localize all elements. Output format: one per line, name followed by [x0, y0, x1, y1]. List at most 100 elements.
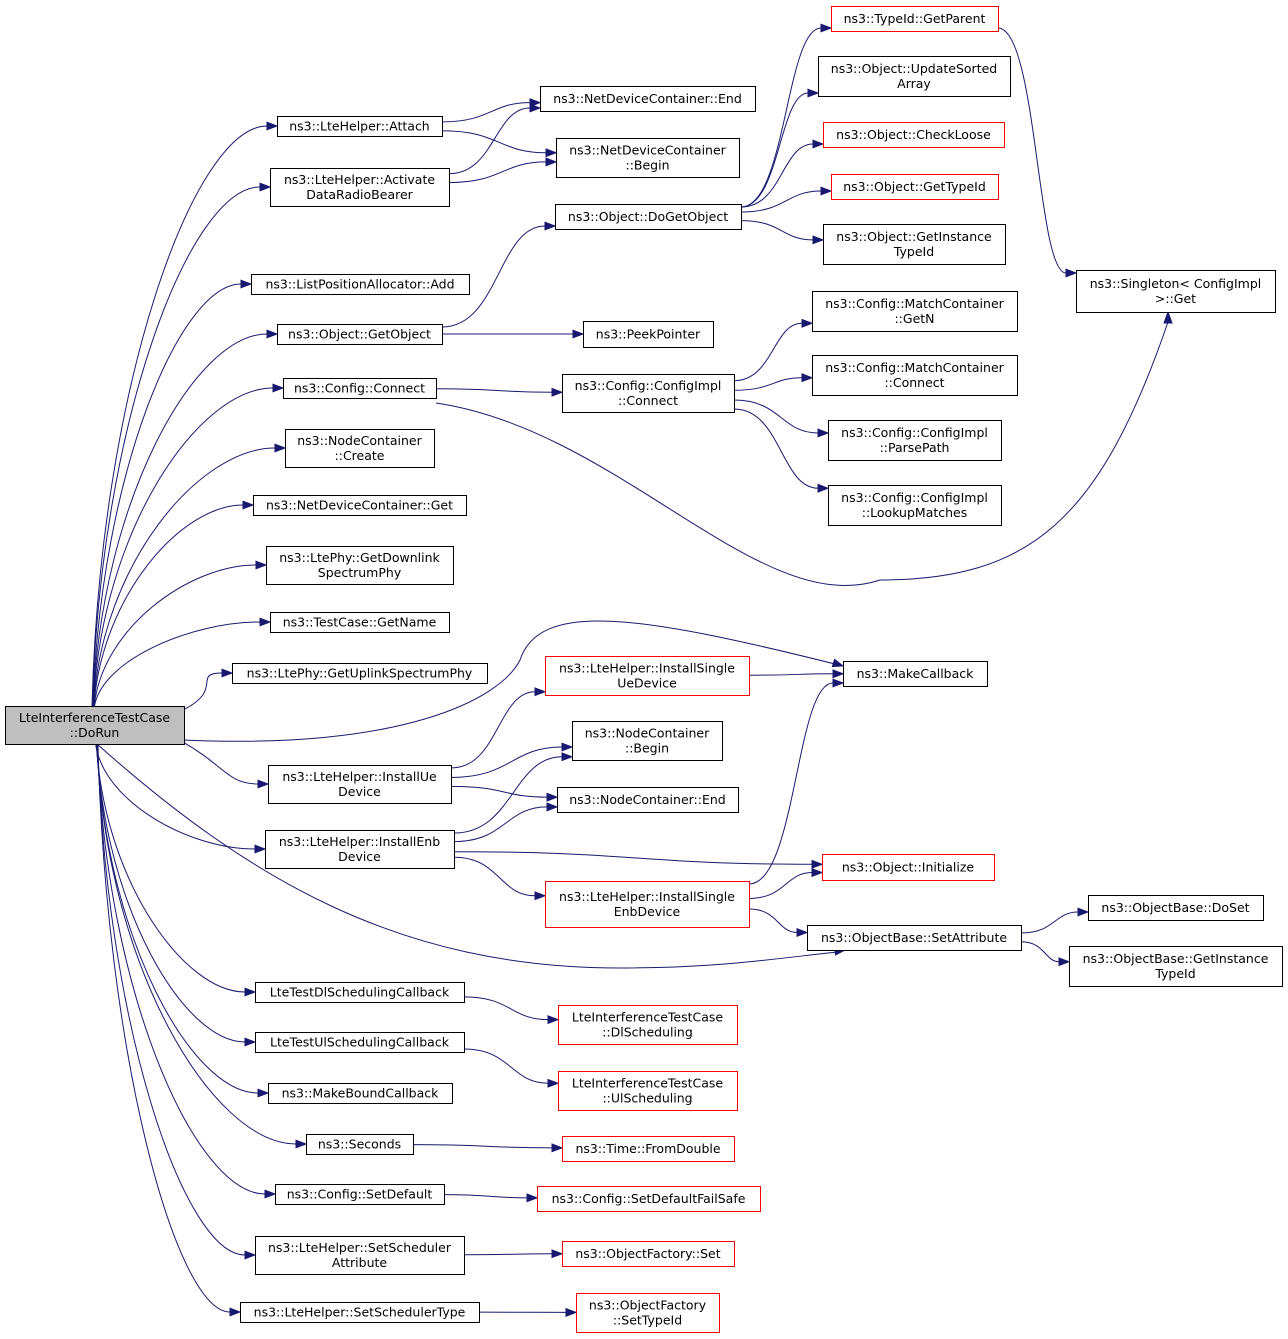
edge-setattribute-obgetinstance	[1020, 941, 1071, 967]
node-label-line: ::DoRun	[70, 725, 120, 740]
node-mkbound[interactable]: ns3::MakeBoundCallback	[268, 1083, 453, 1104]
edge-root-makecallback	[183, 620, 845, 742]
node-seconds[interactable]: ns3::Seconds	[306, 1134, 414, 1155]
node-ndcget[interactable]: ns3::NetDeviceContainer::Get	[253, 495, 467, 516]
node-schedtype[interactable]: ns3::LteHelper::SetSchedulerType	[240, 1302, 480, 1323]
edge-root-getul	[183, 668, 234, 710]
node-box	[828, 485, 1002, 526]
node-box	[232, 663, 488, 684]
node-dlcb[interactable]: LteTestDlSchedulingCallback	[255, 982, 465, 1003]
node-singleton[interactable]: ns3::Singleton< ConfigImpl>::Get	[1076, 270, 1276, 313]
node-box	[270, 612, 450, 633]
node-initialize[interactable]: ns3::Object::Initialize	[822, 854, 995, 881]
edge-installenb-ncbegin	[453, 752, 574, 834]
node-ncbegin[interactable]: ns3::NodeContainer::Begin	[572, 721, 723, 761]
edge-cfgconnect-cfgimplconnect	[435, 387, 564, 397]
node-ncend[interactable]: ns3::NodeContainer::End	[557, 787, 739, 813]
node-peek[interactable]: ns3::PeekPointer	[583, 321, 714, 348]
node-parsepath[interactable]: ns3::Config::ConfigImpl::ParsePath	[828, 420, 1002, 461]
node-label-line: ns3::LtePhy::GetDownlink	[279, 550, 440, 565]
node-ndcend[interactable]: ns3::NetDeviceContainer::End	[540, 86, 756, 112]
node-getparent[interactable]: ns3::TypeId::GetParent	[831, 6, 999, 32]
edge-getobject-peek	[442, 329, 585, 339]
node-box	[812, 355, 1018, 396]
node-label-line: ns3::Config::ConfigImpl	[841, 425, 988, 440]
node-attach[interactable]: ns3::LteHelper::Attach	[277, 116, 443, 137]
edge-cfgimplconnect-mcconnect	[733, 373, 814, 391]
node-dogetobject[interactable]: ns3::Object::DoGetObject	[555, 204, 742, 230]
node-ulcb[interactable]: LteTestUlSchedulingCallback	[255, 1032, 465, 1053]
node-label-line: ::UlScheduling	[602, 1091, 692, 1106]
node-box	[283, 378, 437, 399]
node-dlsched[interactable]: LteInterferenceTestCase::DlScheduling	[558, 1005, 738, 1045]
node-label-line: ns3::Time::FromDouble	[575, 1141, 720, 1156]
node-mcgetn[interactable]: ns3::Config::MatchContainer::GetN	[812, 291, 1018, 332]
node-ndcbegin[interactable]: ns3::NetDeviceContainer::Begin	[556, 138, 740, 178]
node-getul[interactable]: ns3::LtePhy::GetUplinkSpectrumPhy	[232, 663, 488, 684]
node-box	[843, 661, 988, 687]
node-checkloose[interactable]: ns3::Object::CheckLoose	[823, 122, 1005, 148]
edge-ulcb-ulsched	[463, 1048, 560, 1088]
node-getname[interactable]: ns3::TestCase::GetName	[270, 612, 450, 633]
node-box	[822, 854, 995, 881]
node-cfgconnect[interactable]: ns3::Config::Connect	[283, 378, 437, 399]
edge-root-cfgconnect	[92, 383, 285, 707]
edge-root-getobject	[92, 329, 279, 707]
edge-installue-ncbegin	[450, 742, 574, 778]
node-nccreate[interactable]: ns3::NodeContainer::Create	[285, 429, 435, 468]
edge-root-nccreate	[93, 443, 287, 707]
edge-root-schedattr	[97, 743, 257, 1260]
node-box	[285, 429, 435, 468]
node-label-line: TypeId	[893, 244, 934, 259]
node-box	[270, 168, 450, 207]
node-gettypeid[interactable]: ns3::Object::GetTypeId	[831, 174, 999, 200]
node-getobject[interactable]: ns3::Object::GetObject	[277, 324, 443, 345]
node-box	[268, 1083, 453, 1104]
node-label-line: ns3::LteHelper::SetSchedulerType	[254, 1305, 466, 1320]
node-setdefault[interactable]: ns3::Config::SetDefault	[275, 1184, 445, 1205]
node-doset[interactable]: ns3::ObjectBase::DoSet	[1088, 895, 1264, 921]
node-label-line: ns3::ListPositionAllocator::Add	[265, 277, 454, 292]
edge-root-schedtype	[97, 743, 242, 1317]
node-makecallback[interactable]: ns3::MakeCallback	[843, 661, 988, 687]
node-root[interactable]: LteInterferenceTestCase::DoRun	[5, 706, 185, 745]
node-fromdouble[interactable]: ns3::Time::FromDouble	[562, 1136, 735, 1162]
node-lookup[interactable]: ns3::Config::ConfigImpl::LookupMatches	[828, 485, 1002, 526]
node-setattribute[interactable]: ns3::ObjectBase::SetAttribute	[807, 925, 1022, 951]
edge-dogetobject-checkloose	[740, 139, 825, 208]
edge-seconds-fromdouble	[412, 1143, 564, 1153]
node-label-line: ns3::NetDeviceContainer::End	[553, 91, 742, 106]
edge-installenb-initialize	[453, 851, 824, 869]
edge-getobject-dogetobject	[441, 221, 557, 328]
node-mcconnect[interactable]: ns3::Config::MatchContainer::Connect	[812, 355, 1018, 396]
node-failsafe[interactable]: ns3::Config::SetDefaultFailSafe	[537, 1186, 761, 1212]
node-label-line: SpectrumPhy	[318, 565, 402, 580]
node-box	[583, 321, 714, 348]
node-label-line: ns3::NodeContainer	[297, 433, 422, 448]
edge-root-ndcget	[93, 500, 255, 707]
node-box	[831, 174, 999, 200]
node-listpos[interactable]: ns3::ListPositionAllocator::Add	[251, 274, 470, 295]
node-ofset[interactable]: ns3::ObjectFactory::Set	[562, 1241, 735, 1267]
node-label-line: ns3::Config::SetDefault	[287, 1187, 433, 1202]
node-ofsettypeid[interactable]: ns3::ObjectFactory::SetTypeId	[576, 1293, 720, 1333]
edge-installue-installsingleue	[450, 687, 547, 769]
node-ulsched[interactable]: LteInterferenceTestCase::UlScheduling	[558, 1071, 738, 1111]
node-label-line: ns3::Singleton< ConfigImpl	[1090, 276, 1262, 291]
edge-root-dlcb	[95, 743, 257, 997]
node-label-line: LteTestUlSchedulingCallback	[270, 1035, 450, 1050]
node-box	[555, 204, 742, 230]
edge-root-ulcb	[96, 743, 257, 1047]
node-cfgimplconnect[interactable]: ns3::Config::ConfigImpl::Connect	[562, 374, 735, 413]
edge-installsingleenb-setattribute	[748, 908, 809, 937]
